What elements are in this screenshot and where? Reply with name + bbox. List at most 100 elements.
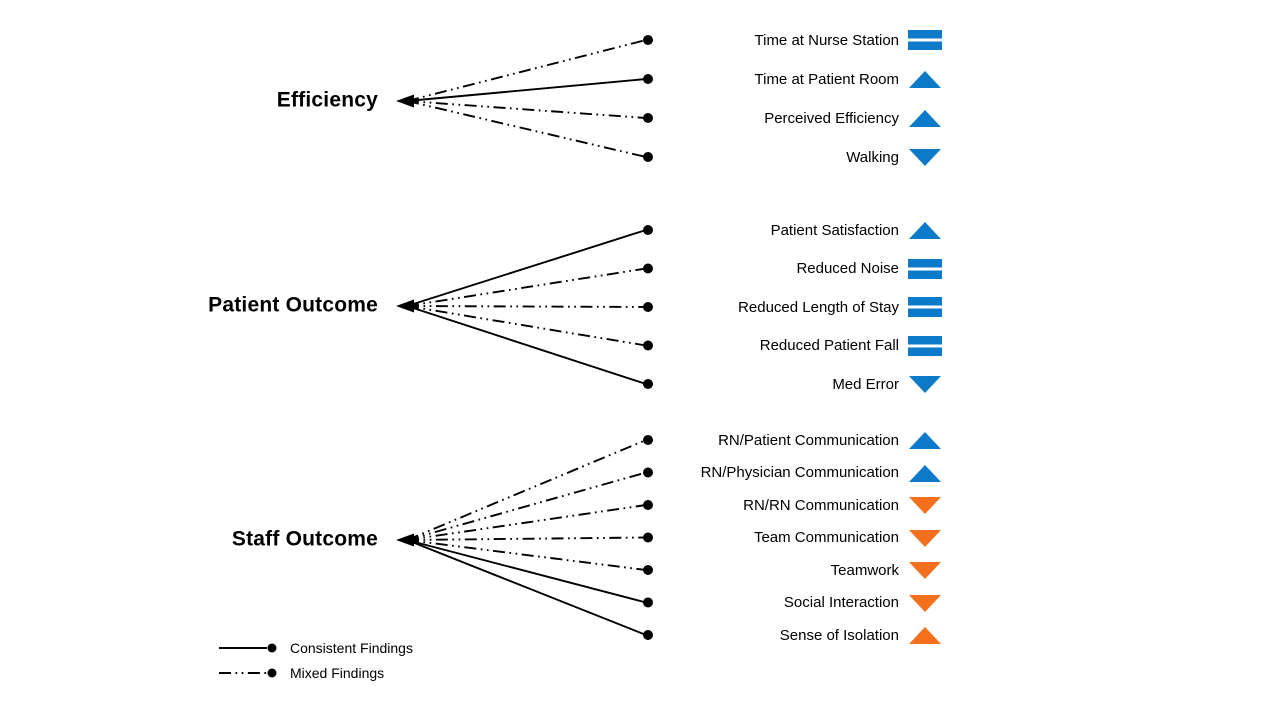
up-triangle-icon (909, 464, 941, 482)
connector-line-mixed (406, 305, 647, 347)
direction-icon-box (908, 106, 942, 130)
direction-icon-box (908, 493, 942, 517)
legend-row-consistent: Consistent Findings (218, 640, 413, 656)
down-triangle-icon (909, 497, 941, 514)
connector-line-mixed (406, 536, 647, 541)
direction-icon-box (908, 428, 942, 452)
outcome-row: RN/RN Communication (743, 493, 942, 517)
legend-label: Consistent Findings (290, 640, 413, 656)
endpoint-dot (643, 74, 653, 84)
equal-bars-icon (908, 258, 942, 279)
connector-line-mixed (406, 267, 647, 307)
category-label-patient-outcome: Patient Outcome (208, 293, 378, 317)
down-triangle-icon (909, 376, 941, 393)
direction-icon-box (908, 145, 942, 169)
outcome-label: Sense of Isolation (779, 626, 899, 644)
outcome-row: Reduced Patient Fall (760, 334, 942, 358)
outcome-row: Perceived Efficiency (764, 106, 942, 130)
endpoint-dot (643, 467, 653, 478)
outcome-row: Med Error (832, 372, 942, 396)
direction-icon-box (908, 218, 942, 242)
outcome-label: Social Interaction (783, 594, 899, 611)
connector-line-consistent (406, 305, 647, 385)
outcome-row: RN/Patient Communication (718, 428, 942, 452)
endpoint-dot (643, 435, 653, 445)
direction-icon-box (908, 28, 942, 52)
mixed-line-icon (219, 668, 277, 678)
connector-line-mixed (406, 39, 647, 102)
connector-line-mixed (406, 100, 647, 158)
outcome-row: Time at Patient Room (755, 67, 943, 91)
direction-icon-box (908, 257, 942, 281)
direction-icon-box (908, 295, 942, 319)
direction-icon-box (908, 372, 942, 396)
up-triangle-icon (909, 222, 941, 239)
connector-line-mixed (406, 471, 647, 541)
down-triangle-icon (909, 149, 941, 166)
outcome-label: RN/RN Communication (743, 496, 899, 514)
endpoint-dot (643, 500, 653, 510)
arrowhead-icon (396, 533, 414, 547)
endpoint-dot (643, 630, 653, 640)
connector-line-mixed (406, 539, 647, 571)
endpoint-dot (643, 152, 653, 162)
outcome-label: Med Error (832, 375, 899, 393)
outcome-label: Reduced Patient Fall (759, 337, 899, 354)
outcome-row: Team Communication (754, 526, 942, 550)
outcome-label: Reduced Noise (796, 260, 899, 277)
legend-row-mixed: Mixed Findings (218, 665, 384, 681)
outcome-label: RN/Physician Communication (700, 464, 899, 481)
up-triangle-icon (909, 432, 941, 449)
connector-line-mixed (406, 439, 647, 541)
arrowhead-icon (396, 94, 414, 108)
direction-icon-box (908, 623, 942, 647)
outcome-label: Patient Satisfaction (770, 221, 899, 239)
solid-line-icon (219, 643, 277, 653)
outcome-row: Reduced Length of Stay (738, 295, 942, 319)
down-triangle-icon (909, 594, 941, 612)
equal-bars-icon (908, 30, 942, 50)
down-triangle-icon (909, 529, 941, 547)
connector-line-consistent (406, 539, 647, 604)
outcome-label: Time at Patient Room (754, 70, 900, 88)
direction-icon-box (908, 67, 942, 91)
endpoint-dot (643, 263, 653, 274)
outcome-label: Perceived Efficiency (764, 109, 899, 127)
outcome-label: Reduced Length of Stay (738, 298, 899, 316)
connector-line-mixed (406, 100, 647, 119)
connector-line-consistent (406, 539, 647, 636)
endpoint-dot (643, 302, 653, 312)
connector-line-mixed (406, 504, 647, 541)
endpoint-dot (643, 597, 653, 608)
outcome-row: Sense of Isolation (780, 623, 942, 647)
outcome-row: Teamwork (831, 558, 942, 582)
connector-line-mixed (406, 305, 647, 308)
direction-icon-box (908, 461, 942, 485)
outcome-label: Teamwork (830, 561, 899, 579)
outcome-row: Walking (846, 145, 942, 169)
down-triangle-icon (909, 562, 941, 579)
connector-line-consistent (406, 229, 647, 307)
direction-icon-box (908, 334, 942, 358)
endpoint-dot (643, 379, 653, 389)
outcome-row: RN/Physician Communication (701, 461, 942, 485)
outcome-label: Walking (846, 148, 899, 166)
outcome-row: Social Interaction (784, 591, 942, 615)
up-triangle-icon (909, 71, 941, 88)
direction-icon-box (908, 558, 942, 582)
outcome-label: RN/Patient Communication (718, 431, 899, 449)
equal-bars-icon (908, 335, 942, 356)
outcome-label: Team Communication (753, 529, 899, 546)
up-triangle-icon (909, 627, 941, 644)
up-triangle-icon (909, 110, 941, 127)
outcome-row: Patient Satisfaction (771, 218, 942, 242)
arrowhead-icon (396, 299, 414, 313)
endpoint-dot (643, 565, 653, 575)
legend-label: Mixed Findings (290, 665, 385, 681)
direction-icon-box (908, 526, 942, 550)
outcome-row: Time at Nurse Station (755, 28, 942, 52)
endpoint-dot (643, 225, 653, 235)
endpoint-dot (643, 532, 653, 543)
